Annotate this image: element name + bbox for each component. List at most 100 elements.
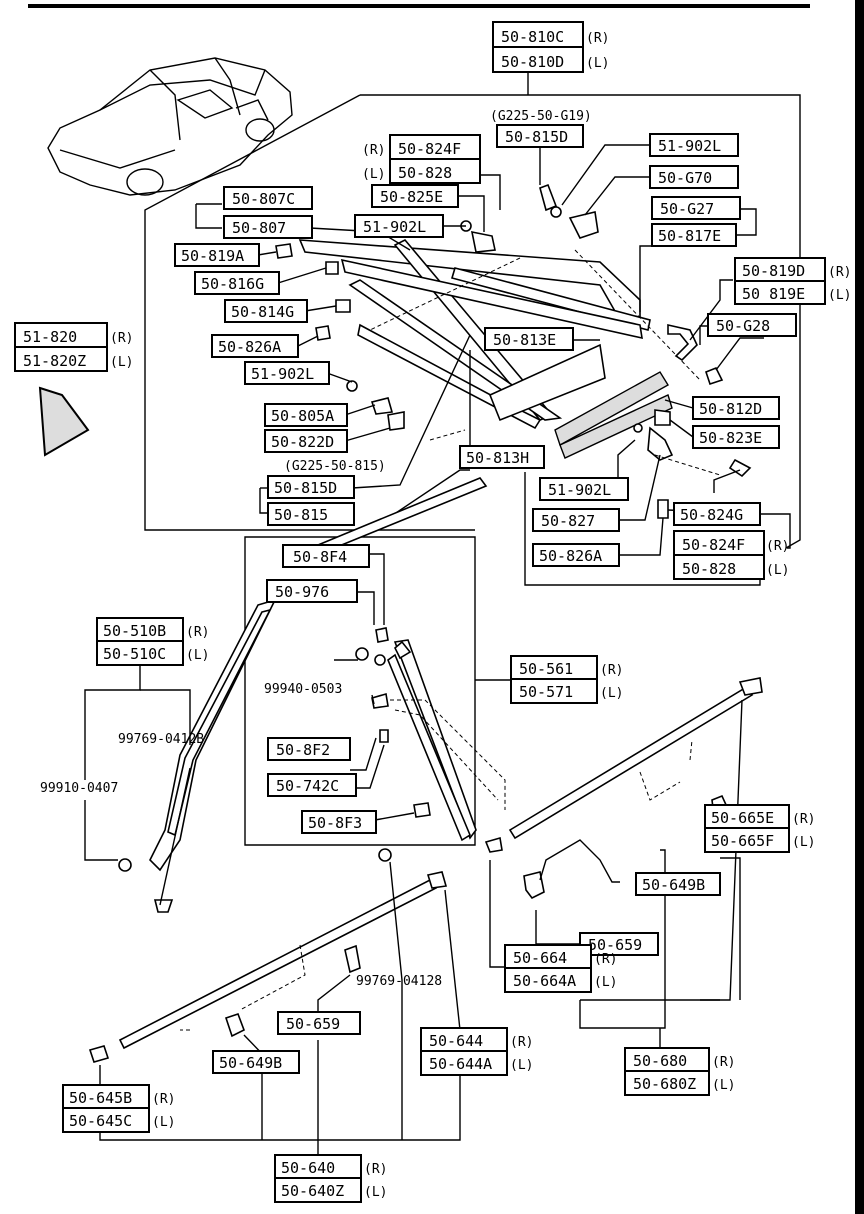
label-814g[interactable]: 50-814G bbox=[224, 299, 308, 323]
label-659-l-text: 50-659 bbox=[286, 1015, 340, 1033]
label-807-text: 50-807 bbox=[232, 219, 286, 237]
label-819d[interactable]: 50-819D 50 819E (R) (L) bbox=[734, 257, 851, 305]
label-824f-bot-r: 50-824F bbox=[682, 536, 745, 554]
label-823e[interactable]: 50-823E bbox=[692, 425, 780, 449]
bracket-810-left bbox=[144, 94, 475, 531]
label-810[interactable]: 50-810C 50-810D (R) (L) bbox=[492, 21, 609, 73]
label-826a-bot[interactable]: 50-826A bbox=[532, 543, 620, 567]
label-510-r: 50-510B bbox=[103, 622, 166, 640]
label-825e[interactable]: 50-825E bbox=[371, 184, 459, 208]
label-g70[interactable]: 50-G70 bbox=[649, 165, 739, 189]
label-649b-r-text: 50-649B bbox=[642, 876, 705, 894]
label-976-text: 50-976 bbox=[275, 583, 329, 601]
note-99940-0503: 99940-0503 bbox=[264, 682, 342, 697]
label-665-r: 50-665E bbox=[711, 809, 774, 827]
label-813e[interactable]: 50-813E bbox=[484, 327, 574, 351]
label-g27[interactable]: 50-G27 bbox=[651, 196, 741, 220]
bracket-810-right bbox=[360, 94, 801, 549]
label-664-r: 50-664 bbox=[513, 949, 567, 967]
label-680-r: 50-680 bbox=[633, 1052, 687, 1070]
label-8f2[interactable]: 50-8F2 bbox=[267, 737, 351, 761]
label-817e[interactable]: 50-817E bbox=[651, 223, 737, 247]
label-819a-text: 50-819A bbox=[181, 247, 244, 265]
label-664-l: 50-664A bbox=[513, 972, 576, 990]
label-823e-text: 50-823E bbox=[699, 429, 762, 447]
label-644-rl-r: (R) bbox=[510, 1035, 533, 1050]
label-824g[interactable]: 50-824G bbox=[673, 502, 761, 526]
belt-left-leaders bbox=[99, 861, 461, 1155]
label-664[interactable]: 50-664 50-664A (R) (L) bbox=[504, 944, 617, 993]
label-807[interactable]: 50-807 bbox=[223, 215, 313, 239]
label-644[interactable]: 50-644 50-644A (R) (L) bbox=[420, 1027, 533, 1076]
quarter-glass-part bbox=[38, 386, 90, 457]
window-frame-parts bbox=[275, 183, 752, 519]
label-510[interactable]: 50-510B 50-510C (R) (L) bbox=[96, 617, 209, 666]
label-815d[interactable]: 50-815D bbox=[496, 124, 584, 148]
label-812d[interactable]: 50-812D bbox=[692, 396, 780, 420]
car-illustration bbox=[47, 57, 293, 196]
label-976[interactable]: 50-976 bbox=[266, 579, 358, 603]
right-edge-bar bbox=[855, 0, 864, 1214]
sash-parts bbox=[316, 477, 506, 842]
label-805a[interactable]: 50-805A bbox=[264, 403, 348, 427]
label-645-rl-r: (R) bbox=[152, 1092, 175, 1107]
label-510-rl-l: (L) bbox=[186, 648, 209, 663]
label-820-rl-l: (L) bbox=[110, 355, 133, 370]
label-680-rl-r: (R) bbox=[712, 1055, 735, 1070]
label-827[interactable]: 50-827 bbox=[532, 508, 620, 532]
label-902l-a-text: 51-902L bbox=[658, 137, 721, 155]
label-8f4-text: 50-8F4 bbox=[293, 548, 347, 566]
label-645-r: 50-645B bbox=[69, 1089, 132, 1107]
label-665[interactable]: 50-665E 50-665F (R) (L) bbox=[704, 804, 815, 853]
label-827-text: 50-827 bbox=[541, 512, 595, 530]
label-815[interactable]: 50-815 bbox=[267, 502, 355, 526]
label-824f-top[interactable]: 50-824F 50-828 (R) (L) bbox=[362, 134, 481, 184]
label-649b-r[interactable]: 50-649B bbox=[635, 872, 721, 896]
label-8f4[interactable]: 50-8F4 bbox=[282, 544, 370, 568]
label-649b-l-text: 50-649B bbox=[219, 1054, 282, 1072]
label-902l-d-text: 51-902L bbox=[548, 481, 611, 499]
label-810-rl-l: (L) bbox=[586, 56, 609, 71]
label-902l-d[interactable]: 51-902L bbox=[539, 477, 629, 501]
label-902l-b[interactable]: 51-902L bbox=[354, 214, 444, 238]
belt-molding-right bbox=[484, 677, 763, 900]
label-742c[interactable]: 50-742C bbox=[267, 773, 357, 797]
label-824f-bot-l: 50-828 bbox=[682, 560, 736, 578]
label-815d-b[interactable]: 50-815D bbox=[267, 475, 355, 499]
label-640-r: 50-640 bbox=[281, 1159, 335, 1177]
label-902l-c-text: 51-902L bbox=[251, 365, 314, 383]
label-g28[interactable]: 50-G28 bbox=[707, 313, 797, 337]
label-822d[interactable]: 50-822D bbox=[264, 429, 348, 453]
label-902l-a[interactable]: 51-902L bbox=[649, 133, 739, 157]
label-680[interactable]: 50-680 50-680Z (R) (L) bbox=[624, 1047, 735, 1096]
label-664-rl-l: (L) bbox=[594, 975, 617, 990]
label-816g[interactable]: 50-816G bbox=[194, 271, 280, 295]
label-826a-top-text: 50-826A bbox=[218, 338, 281, 356]
label-805a-text: 50-805A bbox=[271, 407, 334, 425]
label-824f-bot-rl-r: (R) bbox=[766, 539, 789, 554]
label-813h[interactable]: 50-813H bbox=[459, 445, 545, 469]
label-649b-l[interactable]: 50-649B bbox=[212, 1050, 300, 1074]
label-820[interactable]: 51-820 51-820Z (R) (L) bbox=[14, 322, 133, 372]
sash-leaders bbox=[334, 553, 511, 821]
label-824f-top-rl-l: (L) bbox=[362, 167, 385, 182]
label-659-l[interactable]: 50-659 bbox=[277, 1011, 361, 1035]
label-902l-c[interactable]: 51-902L bbox=[244, 361, 330, 385]
label-645[interactable]: 50-645B 50-645C (R) (L) bbox=[62, 1084, 175, 1133]
label-822d-text: 50-822D bbox=[271, 433, 334, 451]
label-680-l: 50-680Z bbox=[633, 1075, 696, 1093]
label-807c[interactable]: 50-807C bbox=[223, 186, 313, 210]
label-8f3[interactable]: 50-8F3 bbox=[301, 810, 377, 834]
label-640[interactable]: 50-640 50-640Z (R) (L) bbox=[274, 1154, 387, 1203]
label-644-l: 50-644A bbox=[429, 1055, 492, 1073]
label-824f-bot[interactable]: 50-824F 50-828 (R) (L) bbox=[673, 530, 789, 580]
label-826a-top[interactable]: 50-826A bbox=[211, 334, 299, 358]
label-813h-text: 50-813H bbox=[466, 449, 529, 467]
label-819a[interactable]: 50-819A bbox=[174, 243, 260, 267]
label-815d-b-text: 50-815D bbox=[274, 479, 337, 497]
pillar-leaders bbox=[84, 665, 191, 906]
label-510-rl-r: (R) bbox=[186, 625, 209, 640]
label-644-rl-l: (L) bbox=[510, 1058, 533, 1073]
label-561-r: 50-561 bbox=[519, 660, 573, 678]
label-561[interactable]: 50-561 50-571 (R) (L) bbox=[510, 655, 623, 704]
